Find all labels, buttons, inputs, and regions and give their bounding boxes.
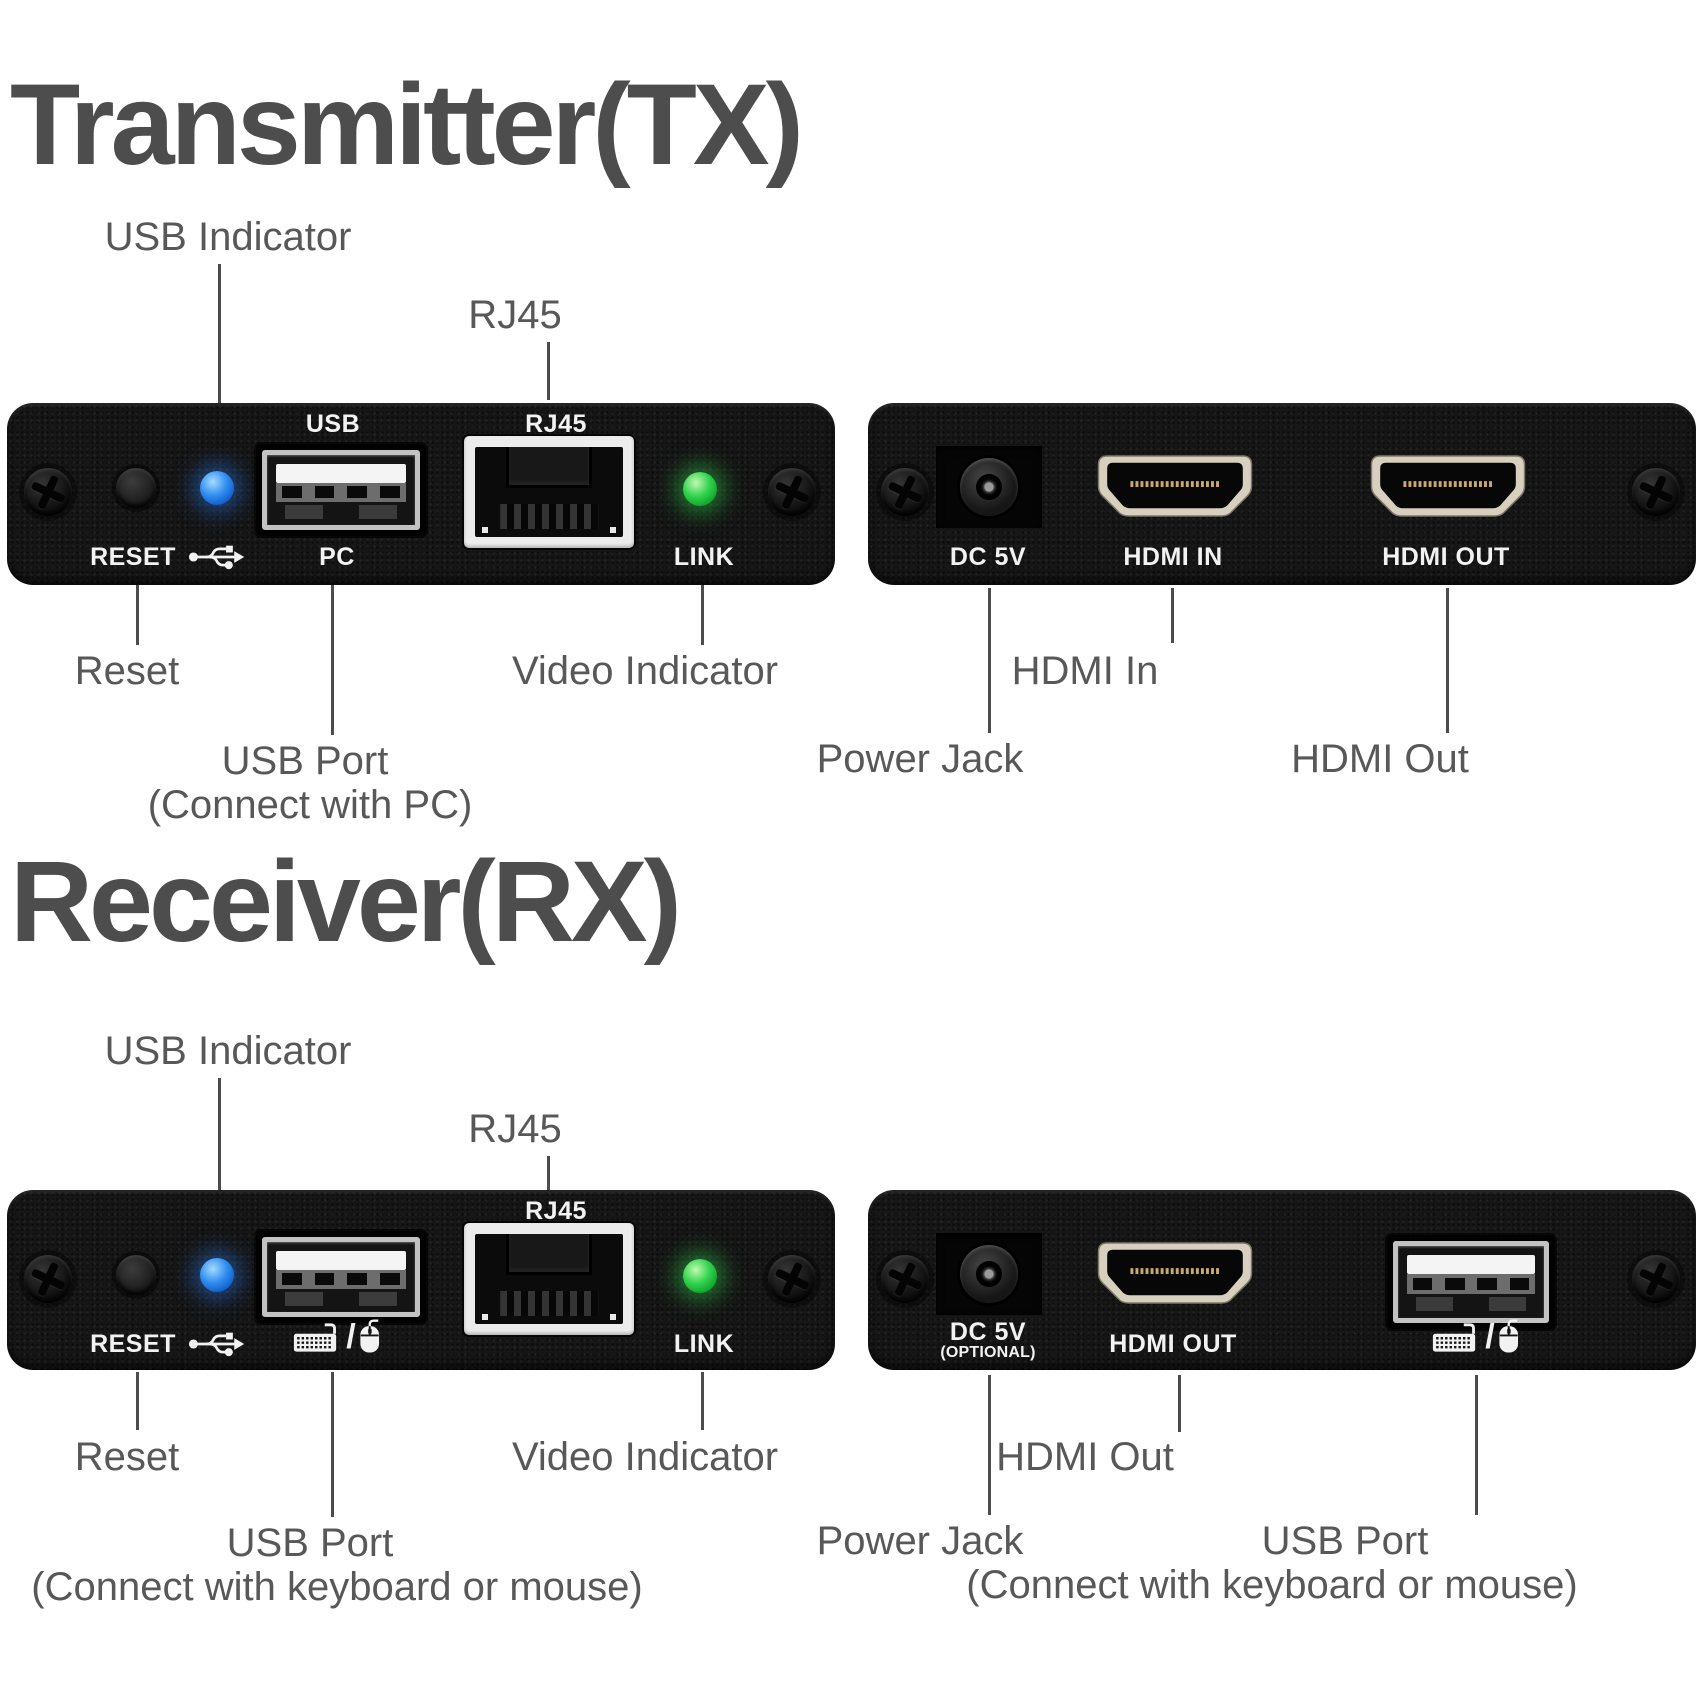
tx-hdmi-in-port (1097, 455, 1253, 517)
tx-usb-port-callout-line (331, 585, 334, 735)
rx-dc5v-panel-label: DC 5V (949, 1318, 1027, 1346)
usb-trident-icon (188, 545, 245, 570)
tx-usb-indicator-label: USB Indicator (104, 215, 352, 259)
slash-separator: / (346, 1318, 356, 1356)
tx-hdmi-out-panel-label: HDMI OUT (1382, 543, 1510, 571)
rx-dc5v-optional-label: (OPTIONAL) (940, 1344, 1036, 1361)
usb-trident-icon (188, 1332, 245, 1357)
tx-video-indicator-line (701, 585, 704, 645)
phillips-screw-icon (768, 1255, 816, 1303)
tx-rj45-port (464, 436, 634, 548)
keyboard-icon (293, 1323, 337, 1352)
tx-power-jack-line (988, 588, 991, 733)
rx-reset-button (116, 1255, 156, 1295)
tx-dc-power-jack (936, 446, 1042, 528)
keyboard-icon (1432, 1323, 1476, 1352)
tx-hdmi-in-callout-label: HDMI In (1011, 649, 1159, 693)
tx-pc-panel-label: PC (319, 543, 355, 571)
rx-title: Receiver(RX) (10, 838, 682, 966)
rx-usb-indicator-label: USB Indicator (104, 1029, 352, 1073)
rx-usb-port (256, 1231, 426, 1323)
rx-keyboard-mouse-icons: / (292, 1318, 385, 1356)
rx-reset-callout-line (136, 1372, 139, 1430)
phillips-screw-icon (881, 468, 929, 516)
rx-usb-indicator-line (218, 1078, 221, 1218)
tx-hdmi-in-callout-line (1171, 588, 1174, 643)
tx-hdmi-out-callout-label: HDMI Out (1291, 737, 1469, 781)
tx-video-indicator-label: Video Indicator (511, 649, 779, 693)
rx-reset-callout-label: Reset (74, 1435, 180, 1479)
tx-title: Transmitter(TX) (10, 61, 804, 189)
tx-rj45-float-label: RJ45 (468, 293, 562, 337)
tx-hdmi-out-callout-line (1446, 588, 1449, 733)
rx-back-panel: DC 5V (OPTIONAL) HDMI OUT / (868, 1190, 1696, 1370)
tx-reset-callout-line (136, 585, 139, 645)
rx-video-indicator-line (701, 1372, 704, 1430)
tx-usb-port (256, 444, 426, 536)
phillips-screw-icon (768, 468, 816, 516)
rx-hdmi-out-panel-label: HDMI OUT (1109, 1330, 1237, 1358)
rx-link-indicator-led (683, 1259, 717, 1293)
tx-front-panel: USB RJ45 RESET PC LINK (7, 403, 835, 585)
rx-dc-power-jack (936, 1233, 1042, 1315)
rx-usb-port-callout-label: USB Port (226, 1521, 394, 1565)
rx-video-indicator-label: Video Indicator (511, 1435, 779, 1479)
rx-rj45-panel-label: RJ45 (525, 1197, 587, 1225)
rx-rj45-float-label: RJ45 (468, 1107, 562, 1151)
phillips-screw-icon (1632, 468, 1680, 516)
tx-reset-panel-label: RESET (90, 543, 176, 571)
rx-usb-port-callout-line (331, 1372, 334, 1517)
rx-power-jack-line (988, 1375, 991, 1515)
rx-back-usb-port (1387, 1235, 1555, 1329)
rx-back-usb-port-callout-line (1475, 1375, 1478, 1515)
rx-reset-panel-label: RESET (90, 1330, 176, 1358)
rx-power-jack-label: Power Jack (816, 1519, 1024, 1563)
tx-power-jack-label: Power Jack (816, 737, 1024, 781)
tx-hdmi-in-panel-label: HDMI IN (1123, 543, 1223, 571)
rx-hdmi-out-callout-label: HDMI Out (996, 1435, 1174, 1479)
tx-hdmi-out-port (1370, 455, 1526, 517)
tx-usb-indicator-led (200, 471, 234, 505)
tx-dc5v-panel-label: DC 5V (949, 543, 1027, 571)
rx-front-panel: RJ45 RESET / (7, 1190, 835, 1370)
rx-back-usb-port-callout-sub: (Connect with keyboard or mouse) (966, 1563, 1578, 1607)
tx-usb-port-label: USB (305, 410, 361, 438)
rx-back-usb-port-callout-label: USB Port (1261, 1519, 1429, 1563)
rx-usb-indicator-led (200, 1258, 234, 1292)
rx-rj45-line (547, 1156, 550, 1196)
phillips-screw-icon (24, 468, 72, 516)
rx-hdmi-out-port (1097, 1242, 1253, 1304)
mouse-icon (1499, 1319, 1519, 1353)
rx-rj45-port (464, 1223, 634, 1335)
tx-usb-port-callout-sub: (Connect with PC) (147, 783, 473, 827)
phillips-screw-icon (1632, 1255, 1680, 1303)
rx-back-keyboard-mouse-icons: / (1431, 1318, 1524, 1356)
tx-back-panel: DC 5V HDMI IN HDMI OUT (868, 403, 1696, 585)
phillips-screw-icon (881, 1255, 929, 1303)
tx-rj45-line (547, 342, 550, 400)
tx-rj45-panel-label: RJ45 (525, 410, 587, 438)
rx-usb-port-callout-sub: (Connect with keyboard or mouse) (31, 1565, 643, 1609)
tx-reset-callout-label: Reset (74, 649, 180, 693)
tx-link-panel-label: LINK (673, 543, 735, 571)
tx-usb-indicator-line (218, 264, 221, 430)
phillips-screw-icon (24, 1255, 72, 1303)
rx-hdmi-out-callout-line (1178, 1375, 1181, 1432)
tx-reset-button (116, 468, 156, 508)
mouse-icon (360, 1319, 380, 1353)
tx-link-indicator-led (683, 472, 717, 506)
rx-link-panel-label: LINK (673, 1330, 735, 1358)
slash-separator: / (1485, 1318, 1495, 1356)
tx-usb-port-callout-label: USB Port (221, 739, 389, 783)
